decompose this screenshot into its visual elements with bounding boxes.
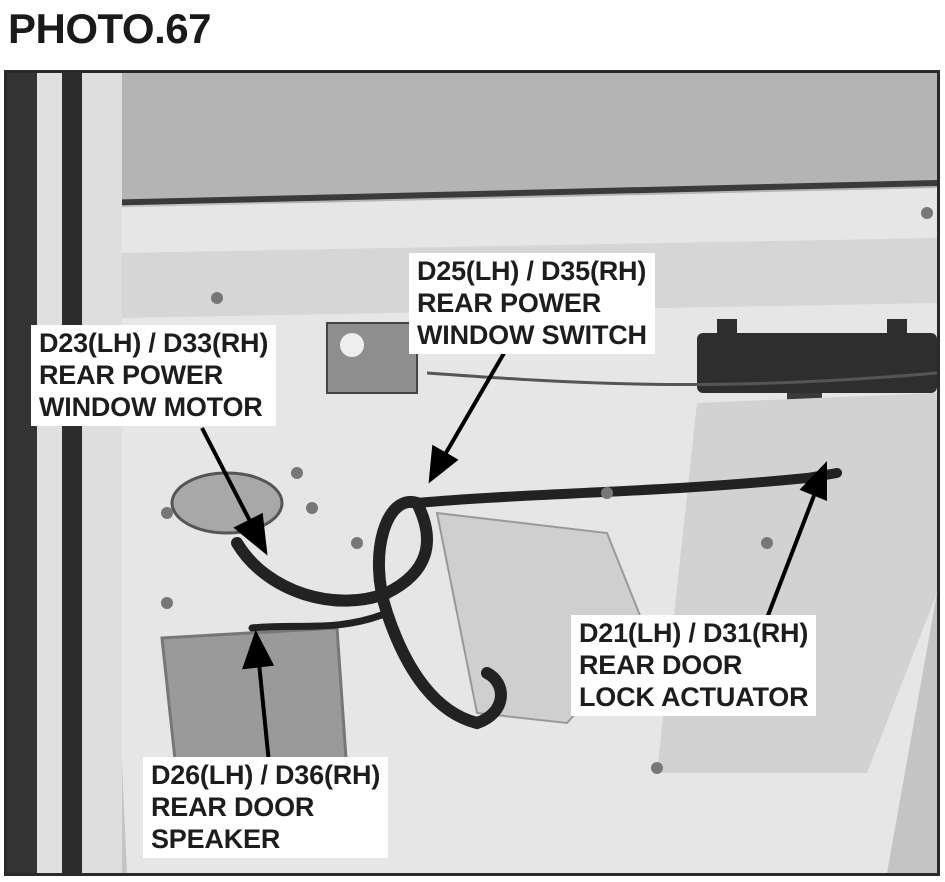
door-photo: D23(LH) / D33(RH) REAR POWER WINDOW MOTO… [4,70,940,876]
door-speaker-code: D26(LH) / D36(RH) [151,760,381,790]
window-switch-line2: REAR POWER [417,288,602,318]
lock-actuator-line2: REAR DOOR [579,650,743,680]
window-switch-code: D25(LH) / D35(RH) [417,256,647,286]
window-motor-label: D23(LH) / D33(RH) REAR POWER WINDOW MOTO… [31,325,277,426]
door-speaker-label: D26(LH) / D36(RH) REAR DOOR SPEAKER [143,757,389,858]
lock-actuator-label: D21(LH) / D31(RH) REAR DOOR LOCK ACTUATO… [571,615,817,716]
lock-actuator-line3: LOCK ACTUATOR [579,682,809,712]
door-speaker-line2: REAR DOOR [151,792,315,822]
window-motor-line3: WINDOW MOTOR [39,392,263,422]
window-motor-code: D23(LH) / D33(RH) [39,328,269,358]
lock-actuator-code: D21(LH) / D31(RH) [579,618,809,648]
window-switch-label: D25(LH) / D35(RH) REAR POWER WINDOW SWIT… [409,253,655,354]
window-switch-line3: WINDOW SWITCH [417,320,647,350]
door-speaker-line3: SPEAKER [151,824,281,854]
window-motor-line2: REAR POWER [39,360,224,390]
photo-title: PHOTO.67 [8,5,211,52]
